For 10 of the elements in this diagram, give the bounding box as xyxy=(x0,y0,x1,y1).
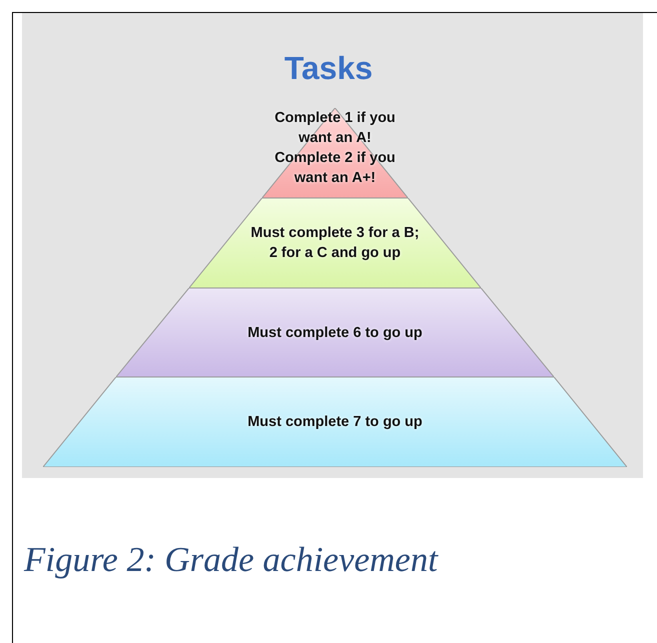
tier-label: Complete 1 if you want an A! xyxy=(274,109,396,148)
tier-label: Must complete 6 to go up xyxy=(248,324,422,342)
pyramid-base-tier xyxy=(43,377,627,467)
tier-label: Must complete 3 for a B; 2 for a C and go up xyxy=(250,224,420,263)
caption: Figure 2: Grade achievement xyxy=(24,540,438,580)
pyramid-tier xyxy=(116,288,554,377)
pyramid-top-tier xyxy=(262,108,408,198)
tier-label: Complete 2 if you want an A+! xyxy=(274,149,396,188)
tier-label: Must complete 7 to go up xyxy=(248,413,422,432)
title: Tasks xyxy=(283,50,374,87)
